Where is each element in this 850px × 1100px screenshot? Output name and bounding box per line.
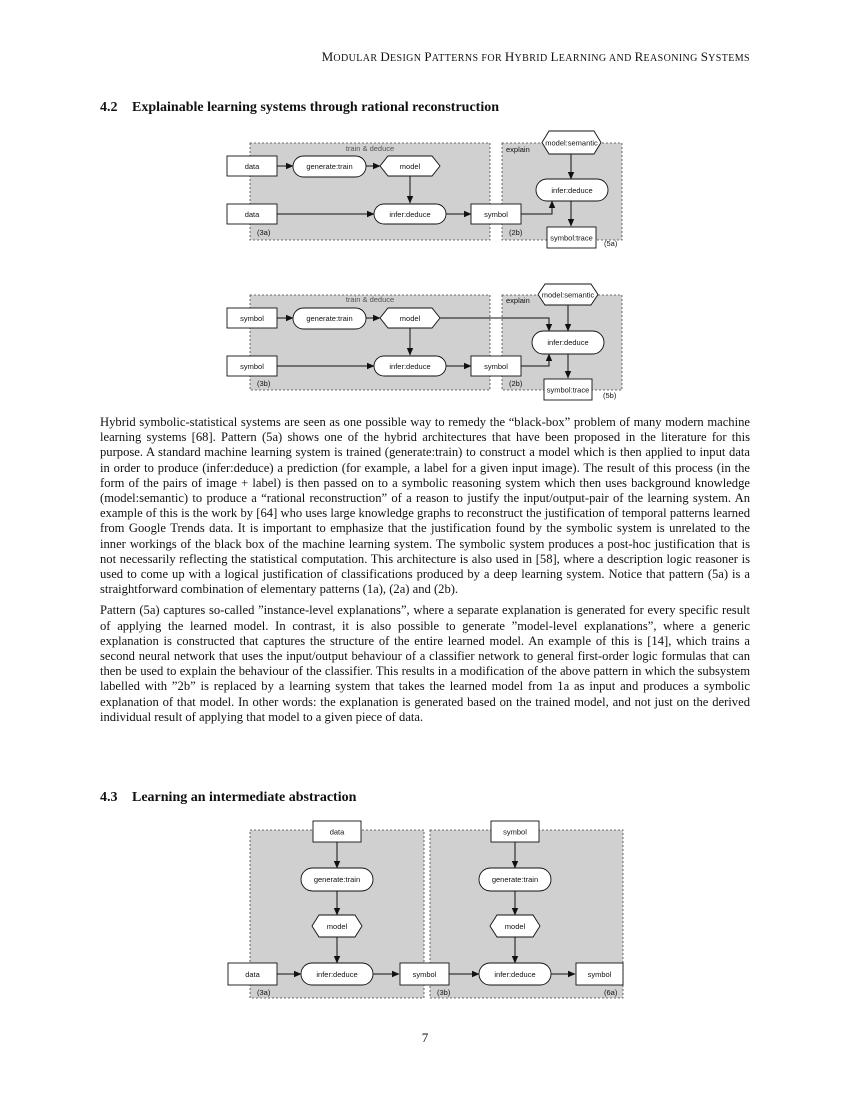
symbol-node [490,820,540,843]
symbol-node [399,962,450,986]
page-number: 7 [421,1030,429,1045]
group-right [429,829,624,999]
trace-node [543,378,593,401]
model-node [489,914,541,938]
node-label: data [245,210,260,219]
process-node [531,330,605,355]
process-node [300,962,374,986]
group-explain [501,142,623,241]
process-node [535,178,609,202]
pattern-tag: (6a) [604,988,618,997]
node-label: symbol [588,970,612,979]
pattern-tag: (3b) [437,988,451,997]
symbol-node [226,307,278,329]
node-label: generate:train [306,162,352,171]
node-label: symbol:trace [550,234,593,243]
group-label: train & deduce [346,295,394,304]
pattern-tag: (2b) [509,379,523,388]
symbol-node [226,355,278,377]
process-node [373,355,447,377]
node-label: infer:deduce [316,970,357,979]
node-label: symbol [503,828,527,837]
node-label: model [400,314,421,323]
trace-node [546,226,597,249]
node-label: model [327,922,348,931]
node-label: infer:deduce [494,970,535,979]
node-label: data [245,970,260,979]
node-label: infer:deduce [551,186,592,195]
model-node [311,914,363,938]
pattern-tag: (3a) [257,988,271,997]
model-node [379,307,441,329]
node-label: model:semantic [542,291,595,300]
pattern-tag: (5a) [604,239,618,248]
section-number: 4.2 [100,100,118,115]
section-number: 4.3 [100,790,118,805]
running-head-word: DESIGN [380,49,425,64]
node-label: symbol [484,362,508,371]
node-label: symbol [240,362,264,371]
node-label: symbol [484,210,508,219]
group-left [249,829,425,999]
running-head-word: SYSTEMS [700,49,750,64]
process-node [373,203,447,225]
node-label: generate:train [306,314,352,323]
node-label: model:semantic [545,139,598,148]
running-head-word: REASONING [634,49,701,64]
paragraph: Hybrid symbolic-statistical systems are … [100,415,750,597]
pattern-tag: (3a) [257,228,271,237]
section-title: Explainable learning systems through rat… [132,100,500,115]
node-label: symbol:trace [547,386,590,395]
symbol-node [470,203,522,225]
paragraph: Pattern (5a) captures so-called ”instanc… [100,603,750,724]
node-label: symbol [240,314,264,323]
node-label: data [330,828,345,837]
node-label: data [245,162,260,171]
symbol-node [470,355,522,377]
node-label: infer:deduce [389,210,430,219]
data-node [312,820,362,843]
running-head-word: HYBRID [504,49,551,64]
semantic-node [537,283,599,306]
pattern-tag: (3b) [257,379,271,388]
symbol-node [575,962,624,986]
model-node [379,155,441,177]
semantic-node [541,130,602,155]
process-node [300,867,374,892]
group-label: train & deduce [346,144,394,153]
process-node [478,962,552,986]
node-label: symbol [413,970,437,979]
group-label: explain [506,296,530,305]
node-label: infer:deduce [547,338,588,347]
group-explain [501,294,623,391]
group-train-deduce [249,294,491,391]
data-node [227,962,278,986]
section-heading-4-3: 4.3 Learning an intermediate abstraction [100,790,356,806]
body-text: Hybrid symbolic-statistical systems are … [100,415,750,731]
data-node [226,203,278,225]
process-node [478,867,552,892]
running-head-word: PATTERNS FOR [424,49,505,64]
running-head: MODULAR DESIGN PATTERNS FOR HYBRID LEARN… [0,49,750,65]
group-train-deduce [249,142,491,241]
process-node [292,155,367,178]
node-label: generate:train [492,875,538,884]
section-heading-4-2: 4.2 Explainable learning systems through … [100,100,499,116]
node-label: infer:deduce [389,362,430,371]
pattern-tag: (5b) [603,391,617,400]
running-head-word: LEARNING AND [550,49,635,64]
node-label: generate:train [314,875,360,884]
running-head-word: MODULAR [321,49,381,64]
data-node [226,155,278,177]
section-title: Learning an intermediate abstraction [132,790,357,805]
pattern-tag: (2b) [509,228,523,237]
node-label: model [505,922,526,931]
group-label: explain [506,145,530,154]
process-node [292,307,367,330]
node-label: model [400,162,421,171]
